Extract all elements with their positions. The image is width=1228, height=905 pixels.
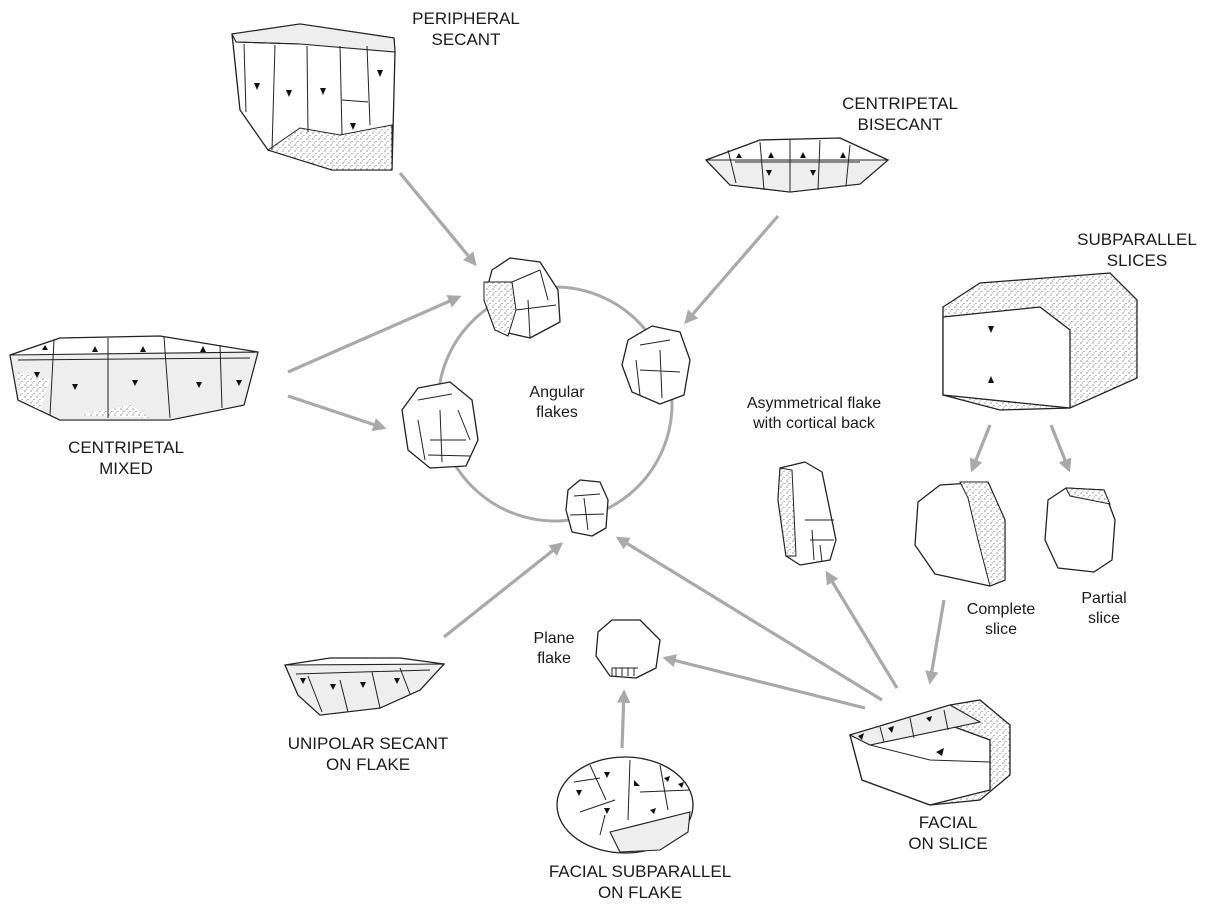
subparallel-slices-core — [943, 273, 1137, 410]
label-angular-flakes: Angular flakes — [529, 383, 584, 423]
arrow-facial-to-center — [618, 538, 882, 700]
label-subparallel-slices-line1: SUBPARALLEL — [1077, 229, 1197, 250]
label-peripheral-secant: PERIPHERAL SECANT — [412, 8, 520, 50]
label-asymmetrical-flake-line2: with cortical back — [747, 414, 881, 434]
label-centripetal-bisecant: CENTRIPETAL BISECANT — [842, 93, 958, 135]
arrow-unipolar-to-center — [444, 544, 561, 637]
angular-flake-right — [622, 326, 690, 404]
arrow-peripheral-to-center — [400, 173, 475, 264]
asymmetrical-flake — [778, 462, 836, 565]
label-asymmetrical-flake-line1: Asymmetrical flake — [747, 394, 881, 414]
arrow-bisecant-to-center — [686, 216, 778, 322]
label-centripetal-mixed: CENTRIPETAL MIXED — [68, 437, 184, 479]
label-unipolar-secant: UNIPOLAR SECANT ON FLAKE — [288, 733, 449, 775]
label-centripetal-mixed-line2: MIXED — [68, 458, 184, 479]
angular-flake-bottom — [566, 480, 608, 536]
facial-on-slice-core — [850, 700, 1010, 805]
arrow-mixed-to-center-upper — [288, 297, 459, 372]
label-complete-slice: Complete slice — [967, 600, 1035, 640]
label-unipolar-secant-line1: UNIPOLAR SECANT — [288, 733, 449, 754]
angular-flake-left — [402, 382, 478, 468]
arrow-facial-to-asymmetrical — [827, 573, 897, 688]
facial-subparallel-core — [557, 757, 693, 853]
arrow-facial-to-plane — [665, 658, 865, 708]
label-angular-flakes-line2: flakes — [529, 403, 584, 423]
arrow-mixed-to-center-lower — [288, 396, 384, 428]
arrow-complete-to-facial — [930, 600, 944, 682]
label-facial-subparallel-line2: ON FLAKE — [549, 882, 731, 903]
arrow-facial-subparallel-to-plane — [622, 692, 624, 748]
label-subparallel-slices: SUBPARALLEL SLICES — [1077, 229, 1197, 271]
label-asymmetrical-flake: Asymmetrical flake with cortical back — [747, 394, 881, 434]
label-facial-subparallel-line1: FACIAL SUBPARALLEL — [549, 861, 731, 882]
label-complete-slice-line2: slice — [967, 620, 1035, 640]
label-facial-on-slice: FACIAL ON SLICE — [908, 812, 987, 854]
label-centripetal-bisecant-line1: CENTRIPETAL — [842, 93, 958, 114]
label-facial-on-slice-line2: ON SLICE — [908, 833, 987, 854]
angular-flake-top — [484, 258, 560, 338]
partial-slice — [1045, 488, 1115, 572]
label-plane-flake-line2: flake — [534, 649, 575, 669]
label-partial-slice-line2: slice — [1081, 609, 1126, 629]
label-peripheral-secant-line1: PERIPHERAL — [412, 8, 520, 29]
unipolar-secant-core — [285, 658, 444, 715]
label-partial-slice: Partial slice — [1081, 589, 1126, 629]
label-subparallel-slices-line2: SLICES — [1077, 250, 1197, 271]
plane-flake — [596, 620, 660, 678]
peripheral-secant-core — [232, 24, 395, 170]
label-plane-flake: Plane flake — [534, 629, 575, 669]
arrow-slices-to-complete — [972, 425, 990, 470]
label-facial-subparallel: FACIAL SUBPARALLEL ON FLAKE — [549, 861, 731, 903]
label-peripheral-secant-line2: SECANT — [412, 29, 520, 50]
centripetal-mixed-core — [10, 336, 258, 420]
label-centripetal-bisecant-line2: BISECANT — [842, 114, 958, 135]
centripetal-bisecant-core — [706, 138, 888, 192]
label-facial-on-slice-line1: FACIAL — [908, 812, 987, 833]
label-unipolar-secant-line2: ON FLAKE — [288, 754, 449, 775]
label-angular-flakes-line1: Angular — [529, 383, 584, 403]
label-complete-slice-line1: Complete — [967, 600, 1035, 620]
label-plane-flake-line1: Plane — [534, 629, 575, 649]
label-partial-slice-line1: Partial — [1081, 589, 1126, 609]
complete-slice — [915, 482, 1005, 586]
label-centripetal-mixed-line1: CENTRIPETAL — [68, 437, 184, 458]
arrow-slices-to-partial — [1051, 425, 1069, 470]
